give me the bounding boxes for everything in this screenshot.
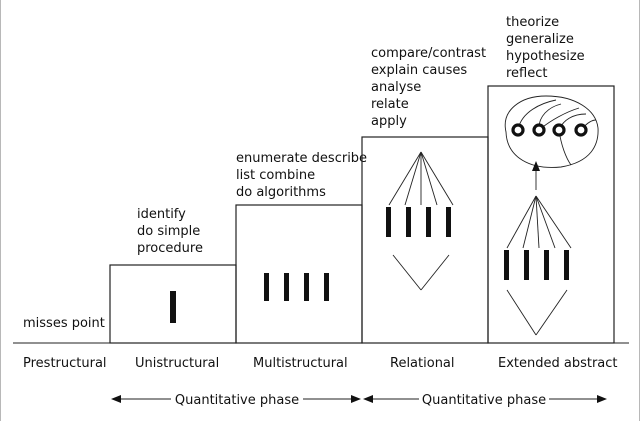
verb-unistructural-1: identify (137, 207, 186, 222)
verb-relational-1: compare/contrast (371, 46, 486, 61)
verb-extended-abstract-1: theorize (506, 15, 559, 30)
multistructural-bar-3 (304, 273, 309, 301)
level-label-extended-abstract: Extended abstract (498, 356, 618, 371)
verb-relational-2: explain causes (371, 63, 467, 78)
multistructural-bar-2 (284, 273, 289, 301)
relational-bar-1 (386, 207, 391, 237)
relational-bar-2 (406, 207, 411, 237)
phase-arrow-1 (111, 395, 361, 403)
extended-abstract-box (487, 85, 615, 344)
extended-abstract-up-arrow (532, 161, 540, 190)
extended-abstract-ring-1 (511, 123, 525, 137)
verb-multistructural-2: list combine (236, 168, 315, 183)
extended-abstract-bar-4 (564, 250, 569, 280)
level-label-unistructural: Unistructural (135, 356, 219, 371)
relational-fan-bottom (392, 254, 450, 291)
multistructural-bar-1 (264, 273, 269, 301)
relational-bar-3 (426, 207, 431, 237)
multistructural-box (235, 204, 363, 344)
phase-arrow-2 (363, 395, 607, 403)
verb-unistructural-3: procedure (137, 241, 203, 256)
extended-abstract-bar-2 (524, 250, 529, 280)
verb-unistructural-2: do simple (137, 224, 200, 239)
verb-relational-4: relate (371, 97, 409, 112)
verb-multistructural-3: do algorithms (236, 185, 326, 200)
extended-abstract-ring-3 (552, 123, 566, 137)
verb-extended-abstract-3: hypothesize (506, 49, 585, 64)
relational-bar-4 (446, 207, 451, 237)
phase-label-1: Quantitative phase (175, 393, 299, 408)
level-label-prestructural: Prestructural (23, 356, 107, 371)
extended-abstract-ring-4 (574, 123, 588, 137)
level-label-multistructural: Multistructural (253, 356, 348, 371)
extended-abstract-ring-2 (532, 123, 546, 137)
extended-abstract-bar-1 (504, 250, 509, 280)
level-label-relational: Relational (390, 356, 455, 371)
verb-relational-5: apply (371, 114, 407, 129)
extended-abstract-fan-bottom (506, 289, 568, 336)
multistructural-bar-4 (324, 273, 329, 301)
verb-prestructural-1: misses point (23, 316, 105, 331)
verb-extended-abstract-4: reflect (506, 66, 548, 81)
verb-relational-3: analyse (371, 80, 421, 95)
verb-multistructural-1: enumerate describe (236, 151, 367, 166)
verb-extended-abstract-2: generalize (506, 32, 574, 47)
unistructural-bar (170, 291, 176, 323)
phase-label-2: Quantitative phase (422, 393, 546, 408)
extended-abstract-fan-top (506, 195, 572, 249)
extended-abstract-bar-3 (544, 250, 549, 280)
relational-fan-top (388, 151, 454, 206)
relational-box (361, 136, 489, 344)
